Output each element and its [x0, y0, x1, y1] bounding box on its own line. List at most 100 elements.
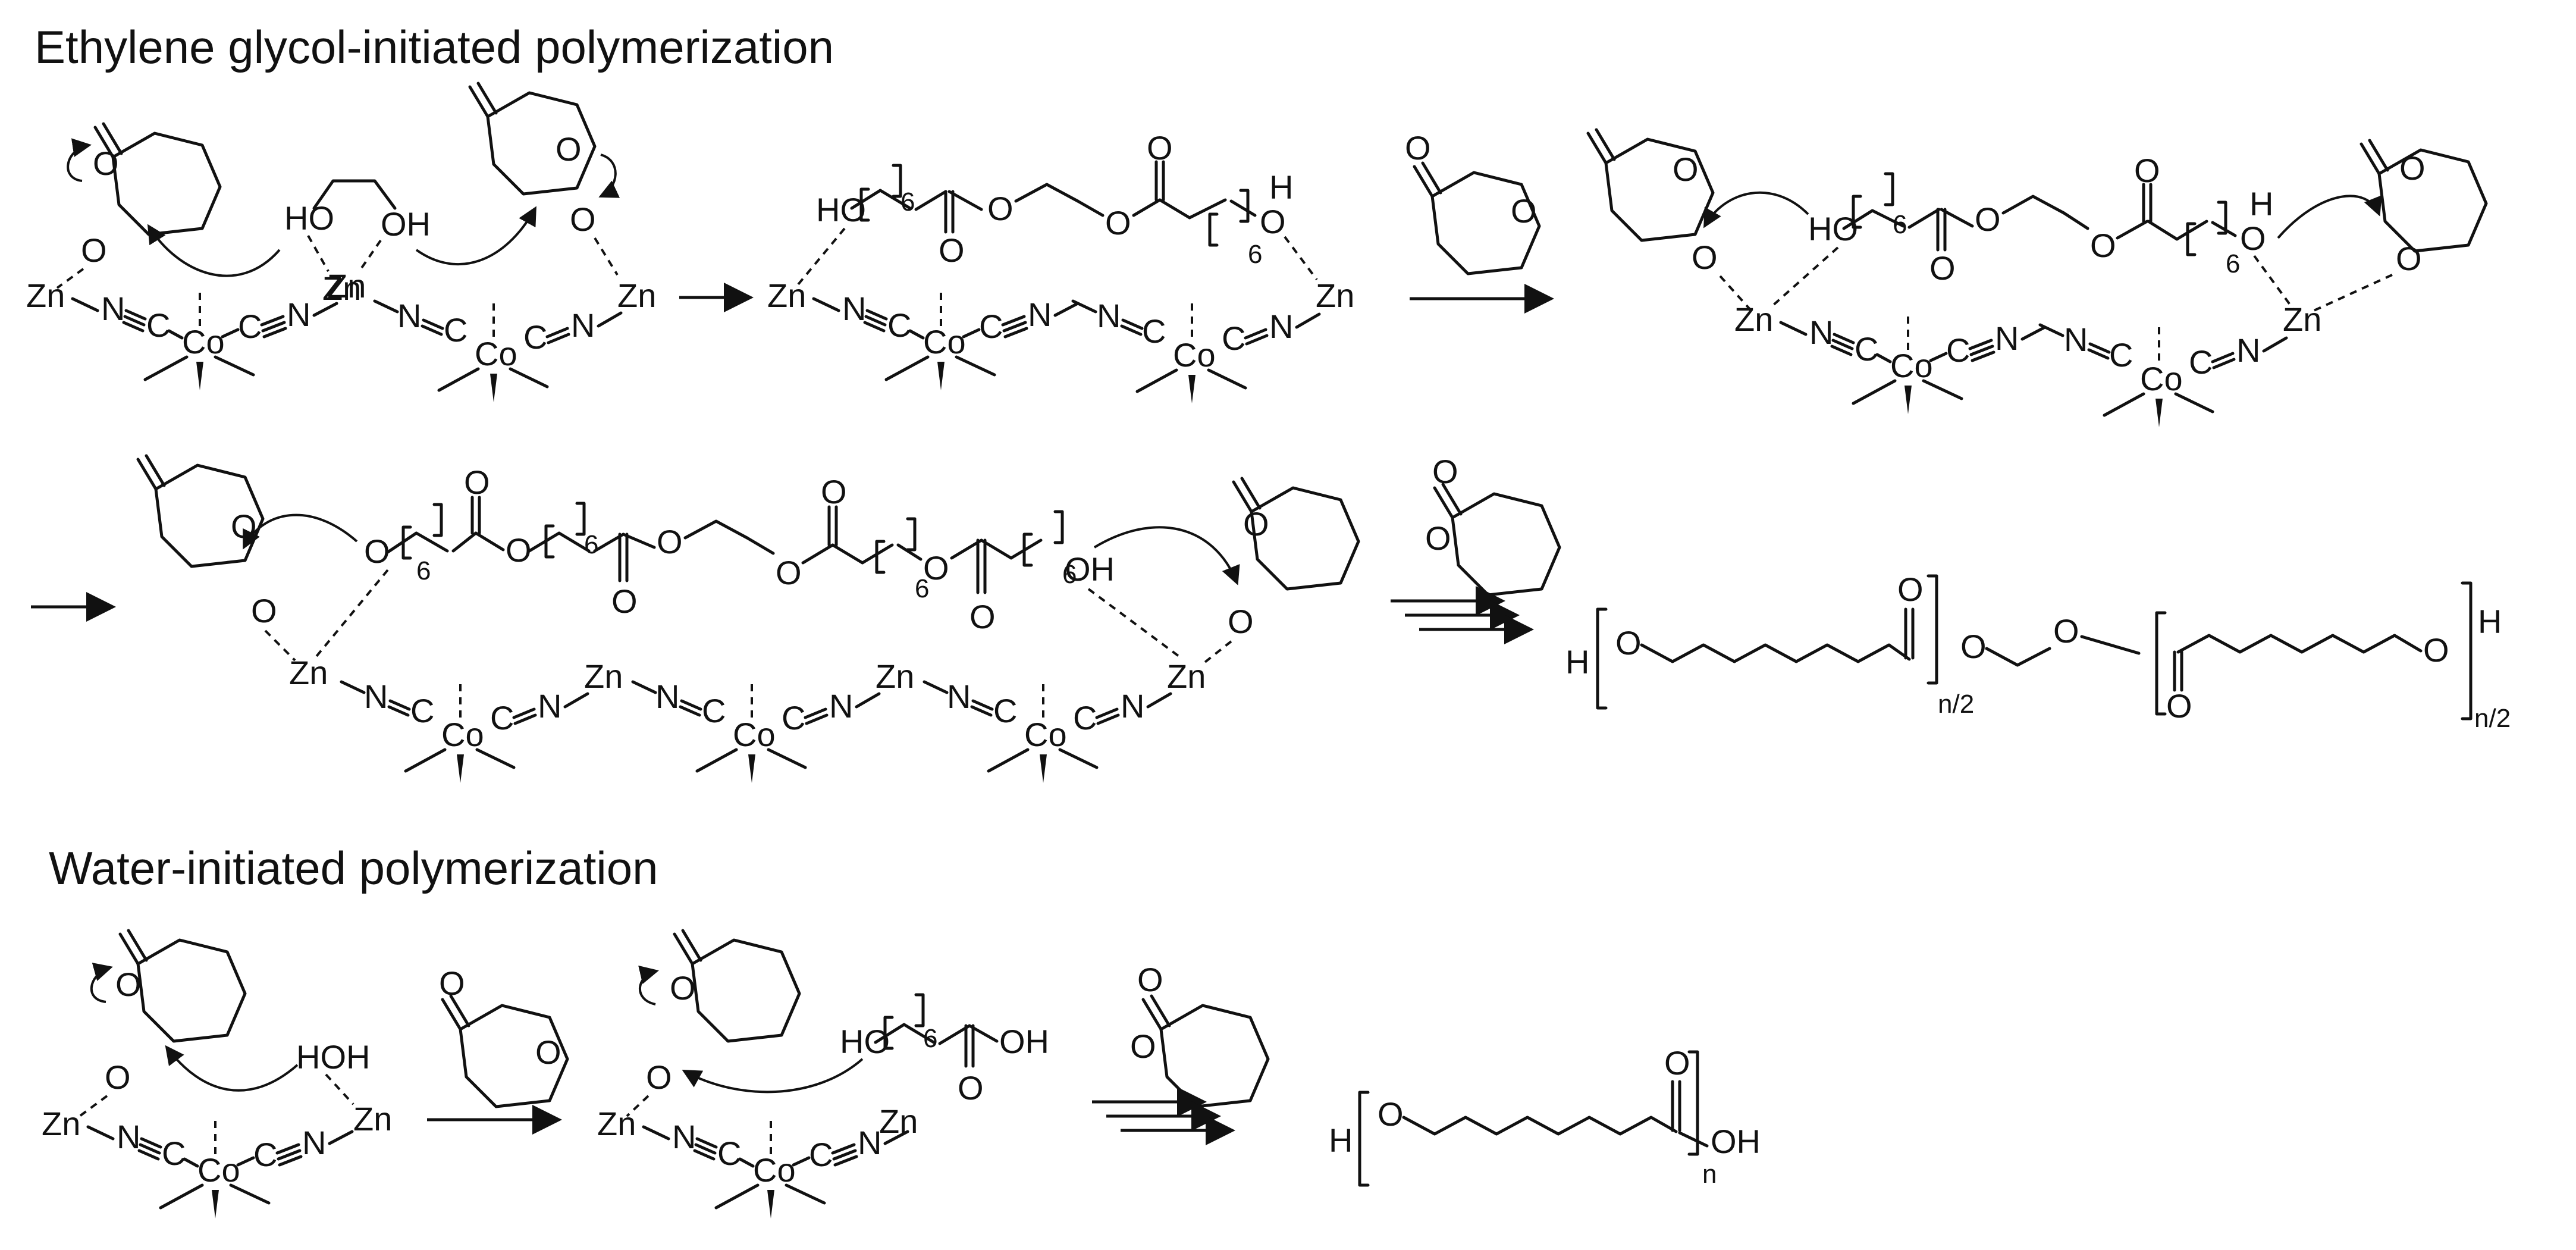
oxygen-atom: O — [969, 598, 996, 635]
oxygen-atom: O — [1897, 571, 1924, 608]
oxygen-atom: O — [535, 1033, 561, 1071]
oxygen-atom: O — [987, 190, 1014, 227]
oxygen-atom: O — [1615, 624, 1642, 662]
zinc-atom: Zn — [1316, 277, 1354, 314]
curved-arrow-icon — [598, 153, 620, 198]
zinc-atom: Zn — [879, 1102, 918, 1140]
nitrogen-atom: N — [829, 687, 853, 725]
hydrogen-atom: H — [1269, 168, 1293, 206]
repeat-count: n/2 — [2474, 704, 2511, 733]
carbon-atom: C — [2189, 343, 2213, 381]
carbon-atom: C — [444, 311, 467, 349]
oxygen-atom: O — [958, 1069, 984, 1107]
carbon-atom: C — [2109, 336, 2133, 374]
zinc-atom: Zn — [584, 657, 623, 695]
repeat-count: 6 — [1248, 240, 1262, 269]
section-title-water: Water-initiated polymerization — [49, 842, 658, 894]
zinc-atom: Zn — [1167, 657, 1206, 695]
repeat-count: n — [1702, 1160, 1717, 1189]
row1-step-a: Zn N C Co C N Zn O O O O — [26, 83, 656, 402]
oxygen-atom: O — [81, 231, 107, 269]
hydroxyl-group: HO — [816, 191, 866, 228]
curved-arrow-icon — [165, 1045, 299, 1092]
oxygen-atom: O — [1228, 603, 1254, 640]
repeat-count: 6 — [584, 530, 598, 559]
nitrogen-atom: N — [538, 687, 561, 725]
oxygen-atom: O — [1664, 1044, 1690, 1082]
oxygen-atom: O — [1405, 129, 1431, 167]
row3-step-b: O O Zn HO 6 O OH — [597, 931, 1049, 1218]
nitrogen-atom: N — [1097, 297, 1121, 334]
hydrogen-atom: H — [1565, 643, 1589, 681]
nitrogen-atom: N — [397, 297, 421, 334]
carbon-atom: C — [702, 692, 726, 729]
repeat-count: 6 — [416, 556, 431, 585]
nitrogen-atom: N — [1121, 687, 1144, 725]
oxygen-atom: O — [364, 532, 390, 570]
oxygen-atom: O — [821, 473, 847, 510]
zinc-atom: Zn — [322, 270, 361, 307]
cobalt-atom: Co — [733, 716, 776, 753]
hydroxyl-group: OH — [381, 205, 431, 243]
curved-arrow-icon — [67, 138, 92, 182]
repeat-count: 6 — [1893, 210, 1907, 239]
product-eg-initiated: H O O n/2 O O O O H n/2 — [1565, 571, 2511, 733]
carbon-atom: C — [1142, 312, 1166, 350]
curved-arrow-icon — [682, 1058, 864, 1094]
oxygen-atom: O — [1378, 1095, 1404, 1133]
oxygen-atom: O — [1105, 204, 1131, 242]
hydroxyl-group: OH — [1065, 550, 1115, 588]
oxygen-atom: O — [251, 592, 277, 629]
row1-step-c: O O N C Co C N Zn HO 6 O — [1588, 130, 2486, 427]
cobalt-atom: Co — [475, 335, 517, 372]
curved-arrow-icon — [2277, 195, 2382, 239]
zinc-atom: Zn — [289, 654, 328, 691]
oxygen-atom: O — [2399, 149, 2426, 187]
nitrogen-atom: N — [947, 678, 971, 715]
oxygen-atom: O — [670, 969, 696, 1007]
oxygen-atom: O — [1147, 129, 1173, 167]
carbon-atom: C — [523, 318, 547, 356]
triple-arrow-icon — [1391, 586, 1534, 644]
oxygen-atom: O — [611, 582, 638, 620]
oxygen-atom: O — [115, 966, 142, 1003]
curved-arrow-icon — [243, 513, 358, 550]
carbon-atom: C — [1222, 319, 1245, 357]
oxygen-atom: O — [776, 554, 802, 591]
cobalt-atom: Co — [1173, 336, 1216, 374]
hydrogen-atom: H — [1329, 1121, 1353, 1159]
curved-arrow-icon — [90, 963, 113, 1003]
oxygen-atom: O — [570, 200, 596, 238]
row3-step-a: O O Zn HOH — [42, 931, 392, 1218]
oxygen-atom: O — [1511, 192, 1537, 230]
repeat-count: 6 — [1062, 560, 1077, 589]
nitrogen-atom: N — [571, 306, 595, 344]
oxygen-atom: O — [1929, 249, 1956, 287]
oxygen-atom: O — [556, 130, 582, 168]
oxygen-atom: O — [1130, 1027, 1156, 1065]
hydrogen-atom: H — [2478, 603, 2502, 640]
oxygen-atom: O — [1432, 453, 1458, 490]
zinc-atom: Zn — [617, 277, 656, 314]
hydroxyl-group: HO — [1808, 210, 1858, 248]
oxygen-atom: O — [506, 531, 532, 569]
oxygen-atom: O — [2053, 612, 2079, 650]
oxygen-atom: O — [464, 463, 490, 501]
repeat-count: 6 — [915, 574, 929, 603]
oxygen-atom: O — [1425, 519, 1451, 557]
nitrogen-atom: N — [655, 678, 679, 715]
oxygen-atom: O — [1137, 961, 1163, 998]
cobalt-atom: Co — [2140, 360, 2183, 397]
carbon-atom: C — [410, 692, 434, 729]
oxygen-atom: O — [1673, 151, 1699, 188]
row1-step-b: N C Co C N Zn HO 6 O O O — [767, 129, 1354, 403]
oxygen-atom: O — [439, 964, 465, 1002]
curved-arrow-icon — [638, 965, 659, 1005]
oxygen-atom: O — [231, 507, 257, 545]
oxygen-atom: O — [657, 523, 683, 560]
oxygen-atom: O — [1692, 239, 1718, 276]
zinc-atom: Zn — [876, 657, 914, 695]
curved-arrow-icon — [1093, 526, 1240, 585]
oxygen-atom: O — [1243, 505, 1269, 543]
